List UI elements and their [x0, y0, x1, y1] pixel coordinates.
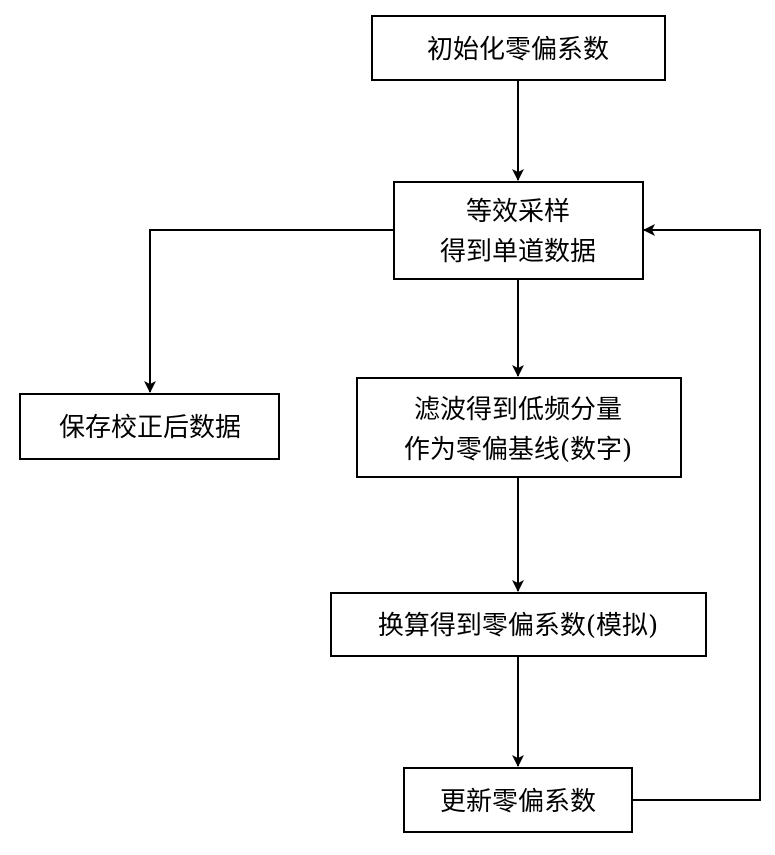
- node-sample: 等效采样 得到单道数据: [393, 181, 644, 280]
- convert-label: 换算得到零偏系数(模拟): [378, 611, 658, 641]
- node-init: 初始化零偏系数: [371, 15, 666, 81]
- node-save: 保存校正后数据: [19, 393, 280, 460]
- sample-label-line2: 得到单道数据: [440, 237, 596, 267]
- update-box: [403, 767, 633, 833]
- edges: [144, 80, 761, 801]
- node-convert: 换算得到零偏系数(模拟): [330, 592, 707, 657]
- update-label: 更新零偏系数: [440, 787, 596, 817]
- filter-box: [356, 377, 682, 478]
- node-update: 更新零偏系数: [403, 767, 633, 833]
- sample-label-line1: 等效采样: [466, 197, 570, 227]
- filter-label-line1: 滤波得到低频分量: [414, 395, 622, 425]
- save-label: 保存校正后数据: [59, 413, 241, 443]
- filter-label-line2: 作为零偏基线(数字): [404, 435, 632, 465]
- edge-sample-to-save: [144, 229, 394, 393]
- init-label: 初始化零偏系数: [427, 35, 609, 65]
- edge-update-to-sample: [632, 224, 761, 801]
- save-box: [19, 393, 280, 460]
- sample-box: [393, 181, 644, 280]
- node-filter: 滤波得到低频分量 作为零偏基线(数字): [356, 377, 682, 478]
- convert-box: [330, 592, 707, 657]
- init-box: [371, 15, 666, 81]
